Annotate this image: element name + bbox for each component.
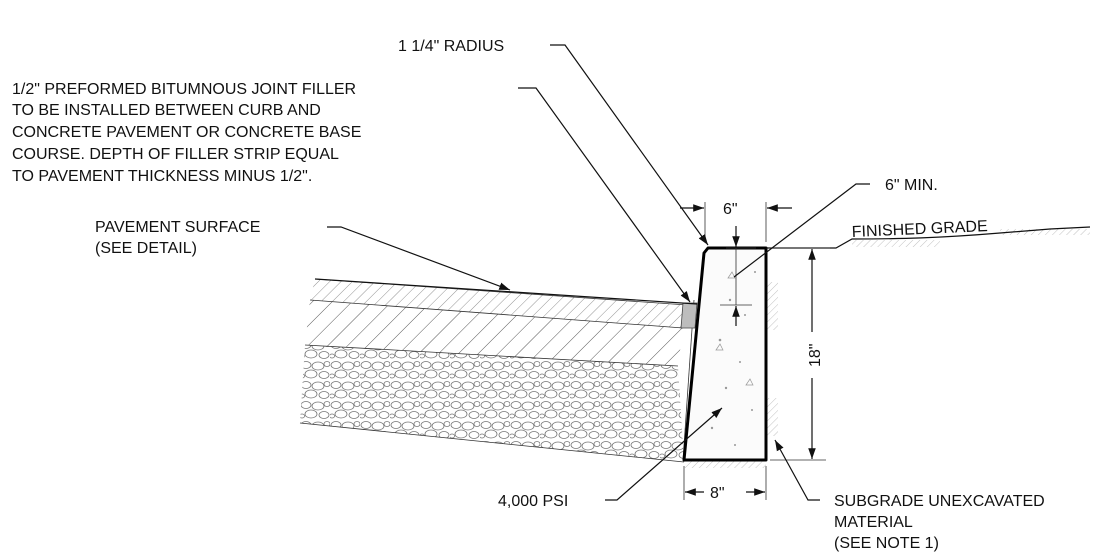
- soil-right-grade: [852, 240, 940, 247]
- filler-note-line-5: TO PAVEMENT THICKNESS MINUS 1/2".: [12, 168, 312, 185]
- soil-right-lower: [766, 398, 778, 436]
- pavement-label-line-1: PAVEMENT SURFACE: [95, 219, 260, 236]
- layer-line-2: [309, 299, 684, 329]
- bottom-width-label: 8": [710, 485, 725, 502]
- subgrade-label-line-3: (SEE NOTE 1): [834, 535, 939, 552]
- soil-right-grade-2: [1000, 229, 1090, 235]
- concrete-aggregate-specks: [710, 271, 756, 446]
- filler-note-line-3: CONCRETE PAVEMENT OR CONCRETE BASE: [12, 124, 361, 141]
- height-label: 18": [807, 344, 824, 367]
- finished-grade-line: [766, 226, 1091, 249]
- joint-filler-strip: [680, 302, 698, 329]
- radius-label: 1 1/4" RADIUS: [398, 38, 504, 55]
- finished-grade-label: FINISHED GRADE: [851, 218, 988, 241]
- pavement-surface-line: [314, 278, 698, 305]
- soil-left-bottom: [684, 458, 766, 468]
- filler-note-line-4: COURSE. DEPTH OF FILLER STRIP EQUAL: [12, 146, 339, 163]
- min6-leader: [733, 183, 870, 278]
- psi-label: 4,000 PSI: [498, 493, 568, 510]
- subgrade-label-line-2: MATERIAL: [834, 514, 913, 531]
- layer-line-3: [304, 344, 679, 367]
- pavement-leader: [327, 226, 511, 291]
- subgrade-leader: [774, 439, 820, 501]
- top-width-label: 6": [723, 201, 738, 218]
- pavement-label-line-2: (SEE DETAIL): [95, 240, 197, 257]
- psi-leader: [605, 407, 723, 501]
- filler-note-line-1: 1/2" PREFORMED BITUMNOUS JOINT FILLER: [12, 81, 356, 98]
- min6-label: 6" MIN.: [885, 177, 938, 194]
- concrete-curb: [682, 246, 768, 462]
- pavement-surface-layer: [310, 279, 687, 328]
- soil-right-upper: [766, 282, 778, 330]
- filler-note-line-2: TO BE INSTALLED BETWEEN CURB AND: [12, 102, 321, 119]
- base-course-layer: [305, 300, 683, 366]
- radius-leader: [550, 44, 709, 246]
- filler-leader: [518, 87, 691, 303]
- layer-line-4: [299, 422, 685, 463]
- subgrade-label-line-1: SUBGRADE UNEXCAVATED: [834, 493, 1045, 510]
